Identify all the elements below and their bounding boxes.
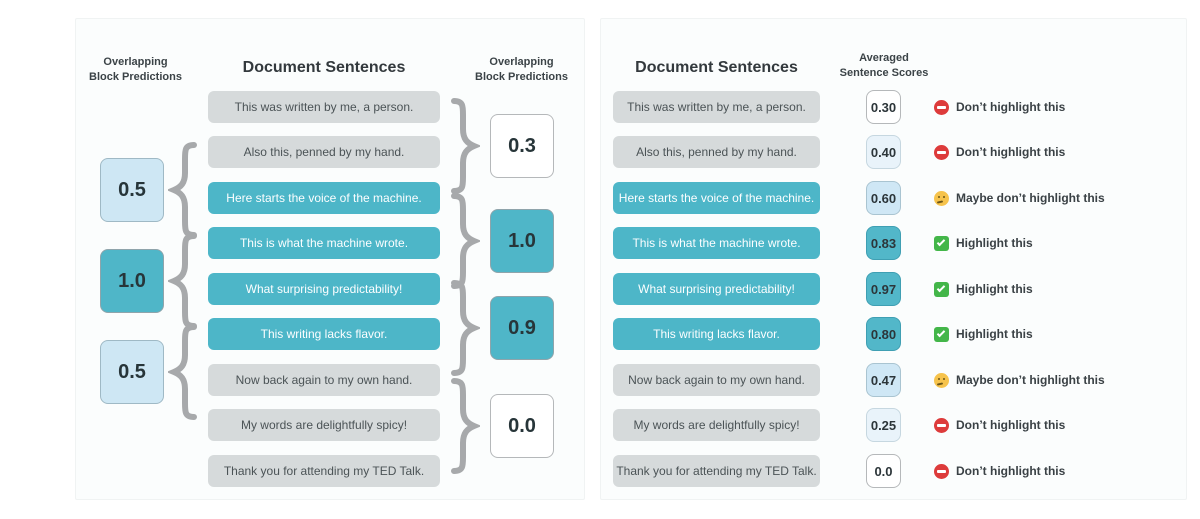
thinking-face-icon (934, 372, 949, 388)
block-prediction-score: 0.0 (490, 394, 554, 458)
verdict-label: Highlight this (956, 236, 1033, 250)
check-mark-icon (934, 326, 949, 342)
curly-brace-left-icon (168, 324, 197, 420)
verdict-row: Highlight this (934, 326, 1033, 342)
sentence-box: Now back again to my own hand. (208, 364, 440, 396)
averaged-score-badge: 0.83 (866, 226, 901, 260)
block-prediction-score: 1.0 (490, 209, 554, 273)
verdict-label: Don’t highlight this (956, 464, 1066, 478)
sentence-box: Also this, penned by my hand. (208, 136, 440, 168)
sentence-box: My words are delightfully spicy! (613, 409, 820, 441)
averaged-score-badge: 0.60 (866, 181, 901, 215)
averaged-score-badge: 0.47 (866, 363, 901, 397)
curly-brace-left-icon (168, 233, 197, 329)
sentence-box: Also this, penned by my hand. (613, 136, 820, 168)
verdict-label: Highlight this (956, 327, 1033, 341)
averaged-score-badge: 0.97 (866, 272, 901, 306)
verdict-row: Maybe don’t highlight this (934, 372, 1105, 388)
verdict-row: Don’t highlight this (934, 463, 1065, 479)
header-line: Sentence Scores (839, 66, 929, 79)
check-mark-icon (934, 281, 949, 297)
sentence-box: This is what the machine wrote. (208, 227, 440, 259)
verdict-label: Maybe don’t highlight this (956, 191, 1105, 205)
curly-brace-left-icon (168, 142, 197, 238)
header-line: Overlapping (489, 56, 554, 68)
sentence-box: Now back again to my own hand. (613, 364, 820, 396)
no-entry-icon (934, 99, 949, 115)
sentence-box: This was written by me, a person. (613, 91, 820, 123)
block-prediction-score: 0.5 (100, 340, 164, 404)
sentence-box: Thank you for attending my TED Talk. (208, 455, 440, 487)
thinking-face-icon (934, 190, 949, 206)
block-prediction-score: 1.0 (100, 249, 164, 313)
verdict-label: Don’t highlight this (956, 418, 1066, 432)
no-entry-icon (934, 463, 949, 479)
sentence-box: What surprising predictability! (613, 273, 820, 305)
header-line: Block Predictions (475, 70, 568, 83)
verdict-row: Don’t highlight this (934, 144, 1065, 160)
sentence-box: Thank you for attending my TED Talk. (613, 455, 820, 487)
verdict-label: Don’t highlight this (956, 100, 1066, 114)
header-line: Block Predictions (89, 70, 182, 83)
no-entry-icon (934, 417, 949, 433)
sentence-box: Here starts the voice of the machine. (613, 182, 820, 214)
block-prediction-score: 0.9 (490, 296, 554, 360)
curly-brace-right-icon (451, 378, 480, 474)
curly-brace-right-icon (451, 193, 480, 289)
check-mark-icon (934, 235, 949, 251)
header-line: Overlapping (103, 56, 168, 68)
sentence-box: This is what the machine wrote. (613, 227, 820, 259)
curly-brace-right-icon (451, 280, 480, 376)
verdict-row: Maybe don’t highlight this (934, 190, 1105, 206)
sentence-box: What surprising predictability! (208, 273, 440, 305)
verdict-row: Don’t highlight this (934, 417, 1065, 433)
block-prediction-score: 0.5 (100, 158, 164, 222)
curly-brace-right-icon (451, 98, 480, 194)
verdict-row: Highlight this (934, 281, 1033, 297)
averaged-score-badge: 0.30 (866, 90, 901, 124)
sentence-box: This writing lacks flavor. (613, 318, 820, 350)
sentence-box: Here starts the voice of the machine. (208, 182, 440, 214)
averaged-score-badge: 0.40 (866, 135, 901, 169)
right-block-predictions-header: Overlapping Block Predictions (458, 55, 585, 84)
averaged-sentence-scores-header: Averaged Sentence Scores (836, 51, 932, 80)
sentence-box: This writing lacks flavor. (208, 318, 440, 350)
verdict-label: Highlight this (956, 282, 1033, 296)
document-sentences-title: Document Sentences (242, 59, 406, 76)
sentence-box: This was written by me, a person. (208, 91, 440, 123)
verdict-label: Maybe don’t highlight this (956, 373, 1105, 387)
verdict-label: Don’t highlight this (956, 145, 1066, 159)
averaged-score-badge: 0.80 (866, 317, 901, 351)
no-entry-icon (934, 144, 949, 160)
header-line: Averaged (859, 52, 909, 64)
averaged-score-badge: 0.25 (866, 408, 901, 442)
left-block-predictions-header: Overlapping Block Predictions (78, 55, 193, 84)
verdict-row: Don’t highlight this (934, 99, 1065, 115)
sentence-box: My words are delightfully spicy! (208, 409, 440, 441)
block-prediction-score: 0.3 (490, 114, 554, 178)
averaged-score-badge: 0.0 (866, 454, 901, 488)
document-sentences-title: Document Sentences (635, 59, 798, 76)
verdict-row: Highlight this (934, 235, 1033, 251)
